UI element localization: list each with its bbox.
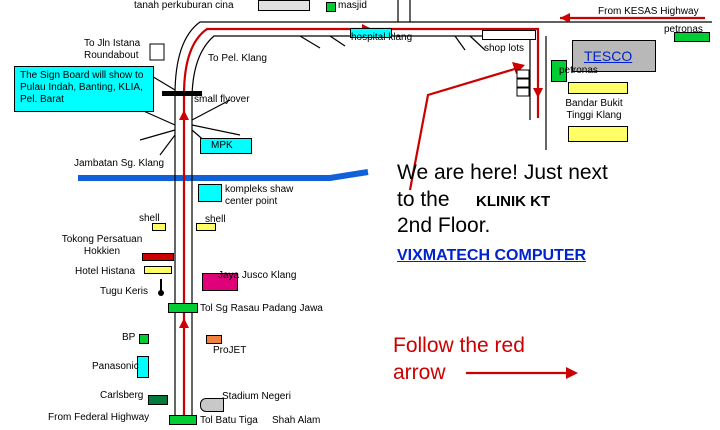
follow-arrowhead <box>566 367 578 379</box>
shop-lot-2 <box>516 78 530 88</box>
carlsberg-block <box>148 395 168 405</box>
tol-sg-rasau-block <box>168 303 198 313</box>
label-from-federal: From Federal Highway <box>48 412 150 423</box>
fan-branch-5 <box>191 124 241 136</box>
petronas-top-block <box>674 32 710 42</box>
signboard-note-box <box>14 66 154 112</box>
label-to-jln-istana: To Jln Istana <box>84 38 141 49</box>
tesco-block <box>572 40 656 72</box>
label-shell-left: shell <box>139 213 160 224</box>
small-flyover-bar <box>162 91 202 96</box>
label-tokong: Tokong Persatuan Hokkien <box>61 234 143 257</box>
tokong-block <box>142 253 174 261</box>
label-hotel-histana: Hotel Histana <box>75 266 136 277</box>
shell-left-block <box>152 223 166 231</box>
stadium-block <box>200 398 224 412</box>
label-small-flyover: small flyover <box>194 94 250 105</box>
petronas-mid-block <box>551 60 567 82</box>
label-tol-sg-rasau: Tol Sg Rasau Padang Jawa <box>200 303 323 314</box>
main-road-right-edge <box>191 35 530 425</box>
company-name: VIXMATECH COMPUTER <box>397 247 587 264</box>
shop-lot-3 <box>516 87 530 97</box>
label-tugu-keris: Tugu Keris <box>100 286 148 297</box>
route-arrowhead-down <box>533 88 543 98</box>
label-tanah-perkuburan: tanah perkuburan cina <box>134 0 234 11</box>
label-jaya-jusco: Jaya Jusco Klang <box>218 270 297 281</box>
jaya-jusco-block <box>202 273 238 291</box>
label-masjid: masjid <box>338 0 367 11</box>
note-here-line1: We are here! Just next <box>397 161 608 184</box>
shop-lots-block <box>482 30 536 40</box>
shell-right-block <box>196 223 216 231</box>
bp-block <box>139 334 149 344</box>
roundabout-marker <box>149 43 165 61</box>
note-here-line2: to the <box>397 188 450 211</box>
side-street-4 <box>469 35 486 51</box>
here-pointer-line <box>408 66 519 191</box>
label-projet: ProJET <box>213 345 247 356</box>
side-street-1 <box>299 35 321 49</box>
shop-lot-1 <box>516 69 530 79</box>
cemetery-block <box>258 0 310 11</box>
label-bandar-bukit-tinggi: Bandar Bukit Tinggi Klang <box>565 98 623 121</box>
masjid-block <box>326 2 336 12</box>
tugu-keris-monument <box>158 279 164 296</box>
hospital-block <box>350 28 392 38</box>
label-from-kesas: From KESAS Highway <box>598 6 699 17</box>
kesas-arrowhead <box>560 13 570 23</box>
bukit-tinggi-block-2 <box>568 126 628 142</box>
label-shop-lots: shop lots <box>484 43 525 54</box>
label-roundabout: Roundabout <box>84 50 139 61</box>
label-kompleks-shaw: kompleks shaw center point <box>225 184 294 207</box>
klinik-kt-label: KLINIK KT <box>476 193 551 210</box>
label-tesco: TESCO <box>584 48 633 64</box>
tol-batu-tiga-block <box>169 415 197 425</box>
fan-branch-4 <box>191 99 231 121</box>
note-here-line3: 2nd Floor. <box>397 214 491 237</box>
label-petronas-top: petronas <box>664 24 703 35</box>
label-shell-right: shell <box>205 214 226 225</box>
mpk-block <box>200 138 252 154</box>
label-stadium-negeri: Stadium Negeri <box>222 391 291 402</box>
fan-branch-2 <box>139 129 176 141</box>
label-carlsberg: Carlsberg <box>100 390 144 401</box>
fan-branch-3 <box>159 134 176 156</box>
pointer-arrowhead <box>512 62 525 74</box>
side-street-3 <box>454 35 466 51</box>
label-shah-alam: Shah Alam <box>272 415 321 426</box>
shaw-block <box>198 184 222 202</box>
label-mpk: MPK <box>211 140 233 151</box>
route-arrowhead-south <box>179 318 189 328</box>
route-arrowhead-north <box>179 110 189 120</box>
note-follow-line1: Follow the red <box>393 334 525 357</box>
label-panasonic: Panasonic <box>92 361 139 372</box>
panasonic-block <box>137 356 149 378</box>
side-street-2 <box>329 35 346 47</box>
bukit-tinggi-block-1 <box>568 82 628 94</box>
label-signboard-note: The Sign Board will show to Pulau Indah,… <box>20 70 144 105</box>
sungai-klang-river <box>78 169 369 181</box>
hotel-histana-block <box>144 266 172 274</box>
fan-branch-7 <box>149 74 176 91</box>
label-jambatan: Jambatan Sg. Klang <box>74 158 165 169</box>
label-petronas-mid: petronas <box>559 65 598 76</box>
label-hospital-klang: hospital klang <box>351 32 413 43</box>
projet-block <box>206 335 222 344</box>
label-to-pel-klang: To Pel. Klang <box>208 53 267 64</box>
label-tol-batu-tiga: Tol Batu Tiga <box>200 415 258 426</box>
note-follow-line2: arrow <box>393 361 446 384</box>
label-bp: BP <box>122 332 136 343</box>
